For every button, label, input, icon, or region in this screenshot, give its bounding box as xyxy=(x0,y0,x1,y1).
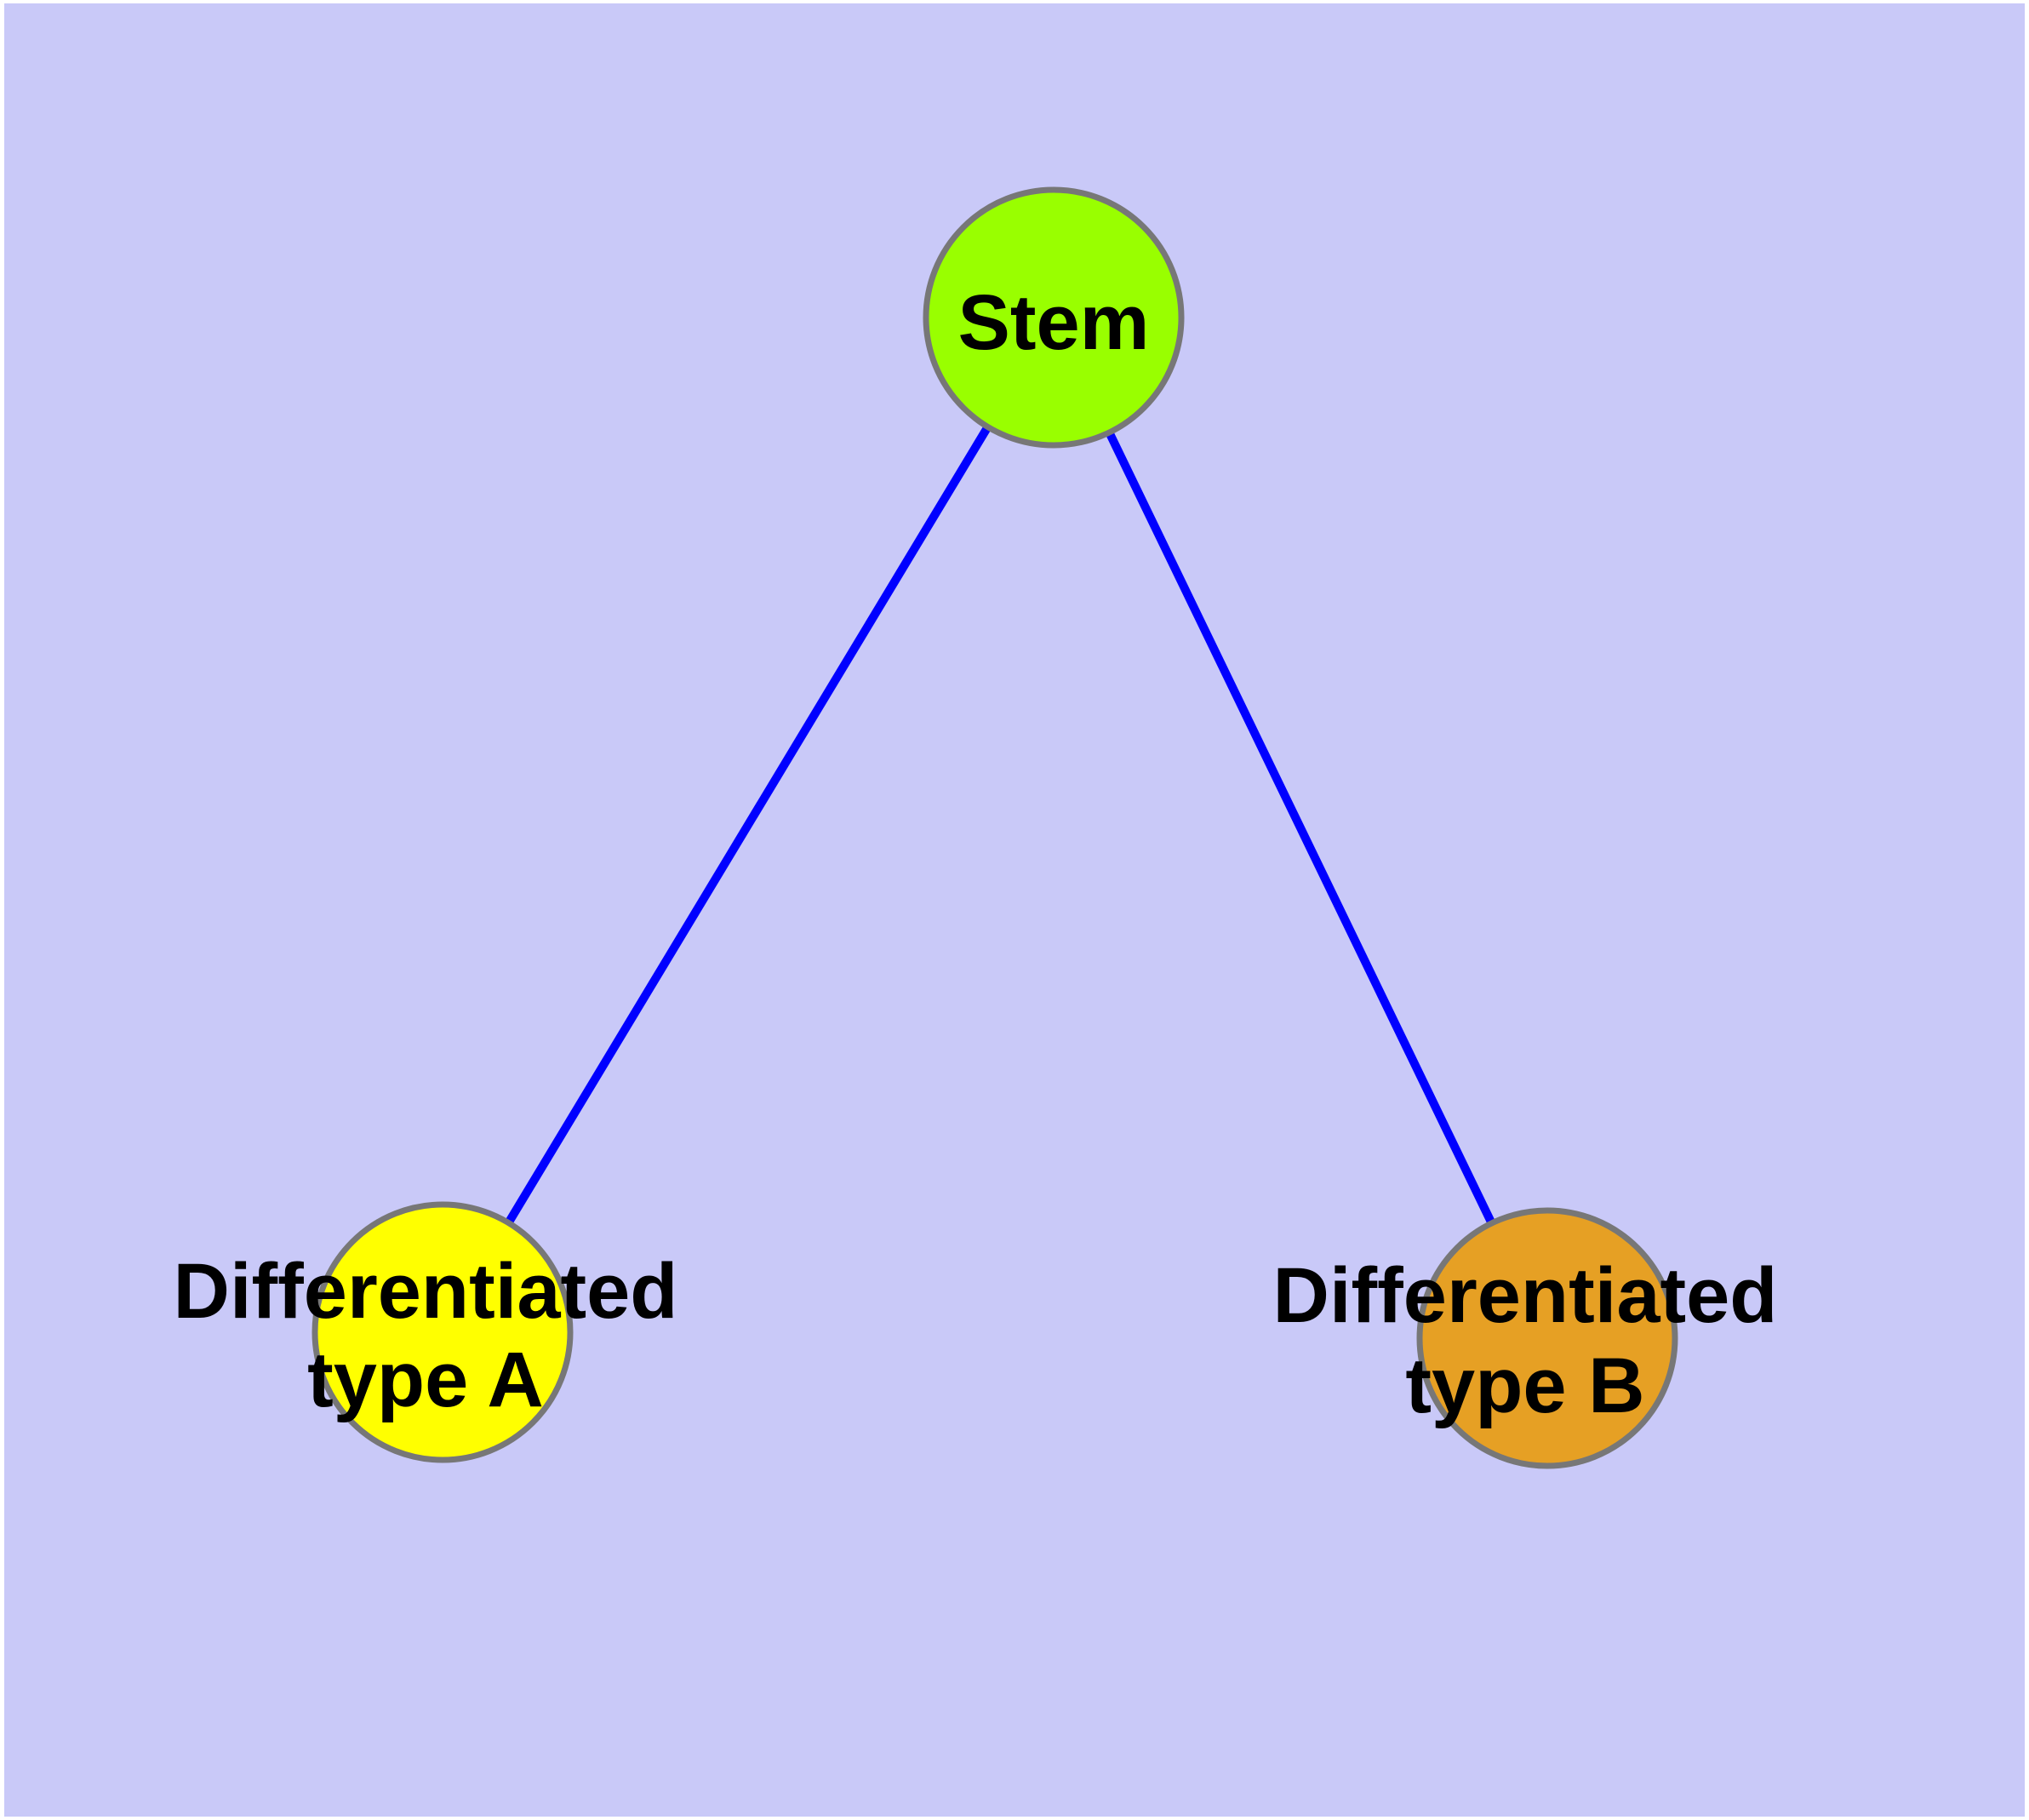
type-b-label-line-1: Differentiated xyxy=(1273,1252,1778,1339)
stem-node xyxy=(923,186,1185,449)
type-b-label-line-2: type B xyxy=(1405,1342,1644,1429)
type-a-node xyxy=(311,1201,574,1463)
edge-stem-to-type-b xyxy=(1049,315,1552,1341)
type-a-label-line-1: Differentiated xyxy=(174,1248,678,1335)
type-b-node xyxy=(1416,1207,1678,1469)
edge-stem-to-type-a xyxy=(438,315,1058,1335)
label-group: Stem Differentiated type A Differentiate… xyxy=(174,279,1778,1429)
node-group xyxy=(311,186,1678,1469)
type-a-label-line-2: type A xyxy=(307,1336,544,1423)
stem-node-label: Stem xyxy=(958,279,1150,366)
edge-group xyxy=(438,315,1552,1341)
